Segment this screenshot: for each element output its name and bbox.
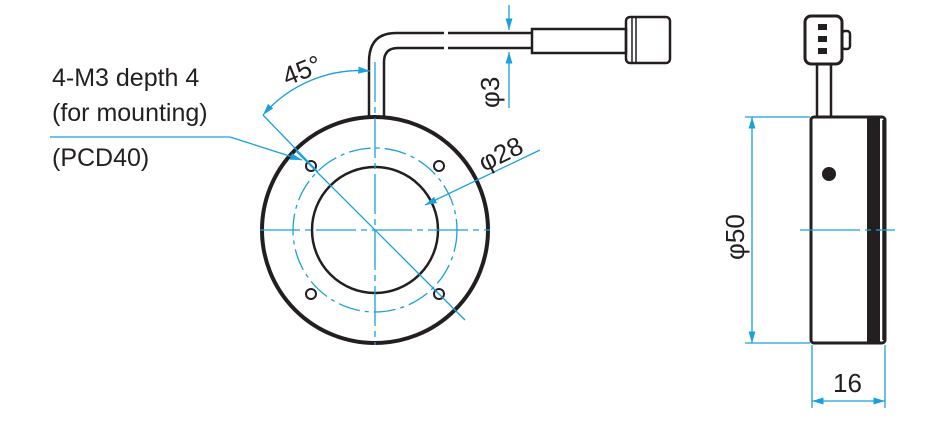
- screw-hole: [822, 167, 836, 181]
- connector: [624, 15, 672, 65]
- inner-diameter-label: φ28: [473, 130, 527, 177]
- pcd-label: (PCD40): [52, 144, 149, 172]
- outer-diameter-label: φ50: [720, 214, 750, 260]
- mounting-holes: [305, 160, 445, 300]
- cable: [367, 31, 532, 117]
- depth-label: 16: [833, 368, 862, 398]
- cable-diameter-label: φ3: [475, 77, 505, 108]
- mounting-spec-label: 4-M3 depth 4: [52, 64, 199, 92]
- front-view: 4-M3 depth 4 (for mounting) (PCD40) 45° …: [50, 5, 672, 345]
- angle-label: 45°: [278, 49, 326, 92]
- cable-sleeve: [530, 27, 628, 55]
- mounting-purpose-label: (for mounting): [52, 99, 208, 127]
- side-view: φ50 16: [720, 14, 895, 408]
